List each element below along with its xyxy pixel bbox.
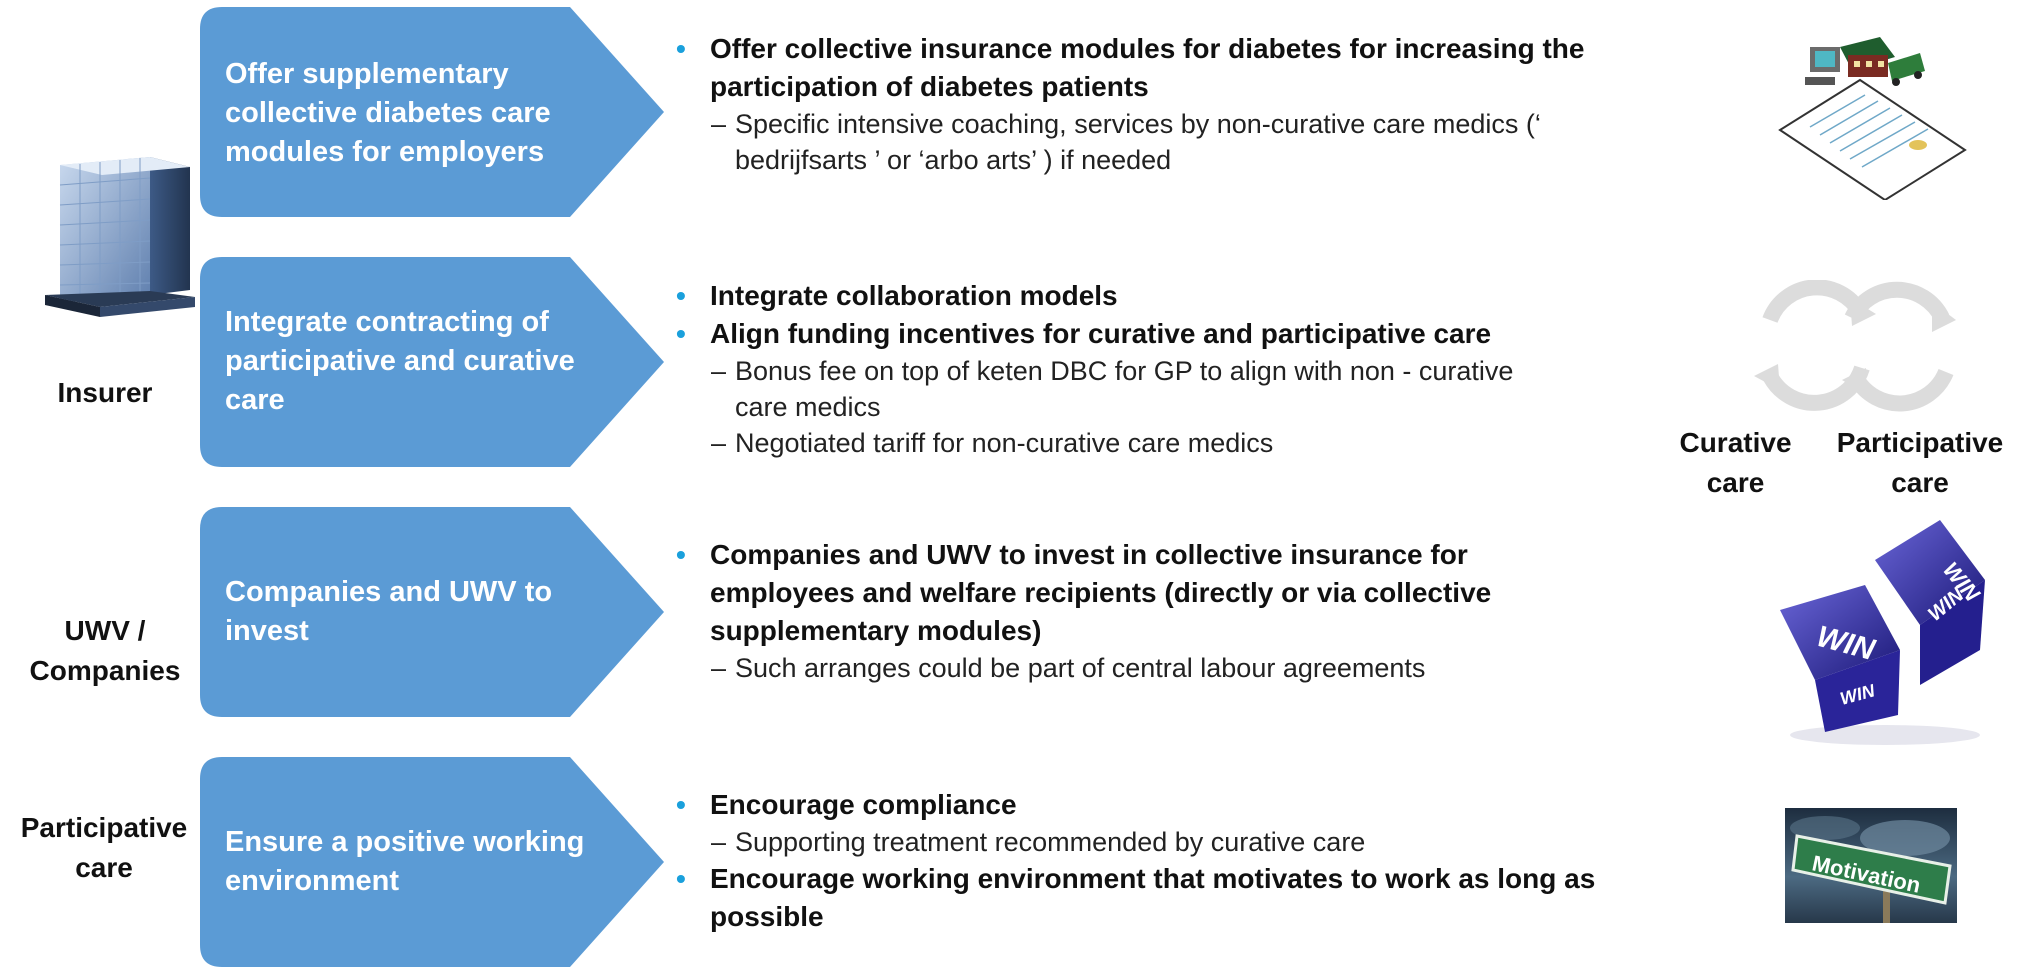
sub-bullet-item: –Such arranges could be part of central … <box>711 653 1426 683</box>
caption-line: care <box>1891 467 1949 498</box>
sub-bullet-item: –Bonus fee on top of keten DBC for GP to… <box>711 356 1514 422</box>
bullet-item: •Align funding incentives for curative a… <box>676 318 1492 349</box>
bullet-item: •Offer collective insurance modules for … <box>676 33 1585 102</box>
bullet-list-row4: •Encourage compliance –Supporting treatm… <box>676 786 1633 936</box>
sub-bullet-item: –Specific intensive coaching, services b… <box>711 109 1541 175</box>
bullet-list-row1: •Offer collective insurance modules for … <box>676 30 1633 178</box>
bullet-list-row2: •Integrate collaboration models •Align f… <box>676 277 1633 461</box>
chevron-text: Offer supplementary collective diabetes … <box>225 58 551 168</box>
caption-line: Curative <box>1679 427 1792 458</box>
sub-bullet-item: –Negotiated tariff for non-curative care… <box>711 428 1274 458</box>
participative-label-line1: Participative <box>20 812 188 843</box>
motivation-sign-icon: Motivation <box>1785 808 1957 923</box>
uwv-label-line2: Companies <box>29 655 181 686</box>
chevron-text: Integrate contracting of participative a… <box>225 306 575 416</box>
chevron-offer-modules: Offer supplementary collective diabetes … <box>200 7 664 217</box>
chevron-text: Companies and UWV to invest <box>225 576 553 647</box>
curative-participative-cycle-icon <box>1740 279 1970 415</box>
contract-document-icon <box>1770 35 1970 202</box>
bullet-item: •Integrate collaboration models <box>676 280 1118 311</box>
bullet-item: •Encourage compliance <box>676 789 1017 820</box>
uwv-companies-label: UWV / Companies <box>10 611 200 691</box>
participative-label-line2: care <box>75 852 133 883</box>
win-dice-icon: WIN WIN WIN WIN <box>1770 500 2000 750</box>
caption-line: care <box>1706 467 1765 498</box>
chevron-text: Ensure a positive working environment <box>225 826 585 897</box>
participative-care-label: Participative care <box>4 808 204 888</box>
curative-care-caption: Curative care <box>1673 423 1798 503</box>
caption-line: Participative <box>1836 427 2004 458</box>
bullet-item: •Companies and UWV to invest in collecti… <box>676 539 1492 646</box>
office-building-icon <box>40 145 200 325</box>
sub-bullet-item: –Supporting treatment recommended by cur… <box>711 827 1366 857</box>
uwv-label-line1: UWV / <box>64 615 146 646</box>
bullet-list-row3: •Companies and UWV to invest in collecti… <box>676 536 1573 686</box>
participative-care-caption: Participative care <box>1825 423 2015 503</box>
chevron-integrate-contracting: Integrate contracting of participative a… <box>200 257 664 467</box>
insurer-label: Insurer <box>57 377 153 408</box>
bullet-item: •Encourage working environment that moti… <box>676 863 1596 932</box>
chevron-positive-environment: Ensure a positive working environment <box>200 757 664 967</box>
chevron-companies-invest: Companies and UWV to invest <box>200 507 664 717</box>
